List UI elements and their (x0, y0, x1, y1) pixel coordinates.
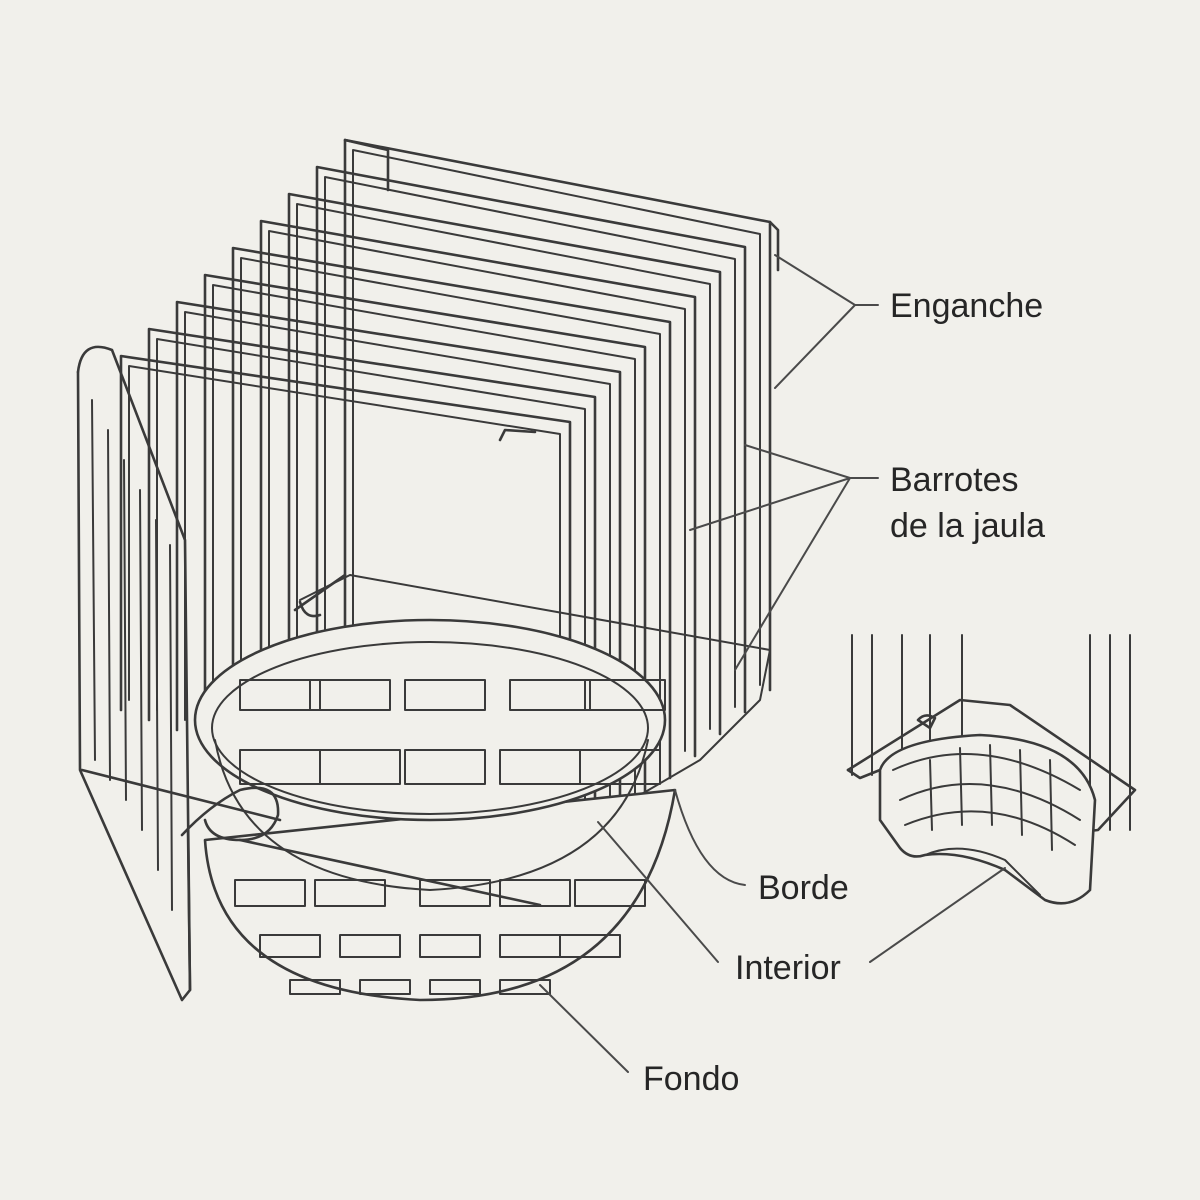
bowl-slot (499, 879, 571, 907)
label-barrotes-line2: de la jaula (890, 507, 1046, 545)
bowl-slot (559, 934, 621, 958)
bowl-slot (404, 679, 486, 711)
cage-bar (287, 192, 722, 772)
top-hook (343, 138, 390, 192)
cage-bar-inner (296, 203, 711, 761)
label-barrotes-line1: Barrotes (890, 461, 1019, 499)
bowl-slot (239, 679, 321, 711)
bowl-slot (429, 979, 481, 995)
bowl-slot (584, 679, 666, 711)
bowl-slot (499, 979, 551, 995)
cage-bar-inner (184, 311, 611, 818)
bowl-slot (234, 879, 306, 907)
inset-detail (846, 634, 1137, 905)
cage-bar-inner (268, 230, 686, 752)
leader-lines (539, 254, 1006, 1073)
cage-bar (259, 219, 697, 762)
nest-bowl (193, 618, 677, 1002)
label-interior: Interior (735, 949, 841, 987)
cage-bar (315, 165, 747, 782)
bowl-slot (319, 749, 401, 785)
leader-interior-main (597, 821, 719, 963)
back-floor-plate (299, 574, 771, 796)
label-borde: Borde (758, 869, 849, 907)
bowl-slot (309, 679, 391, 711)
label-enganche: Enganche (890, 287, 1044, 325)
cage-bars (119, 138, 780, 868)
cage-bar-inner (212, 284, 636, 796)
bowl-slot (339, 934, 401, 958)
cage-bar (147, 327, 597, 846)
cage-bar (203, 273, 647, 802)
cage-bar (231, 246, 672, 780)
leader-enganche (774, 254, 879, 389)
bowl-slot (419, 934, 481, 958)
front-hook-tab (498, 428, 537, 442)
bowl-slot (259, 934, 321, 958)
label-fondo: Fondo (643, 1060, 740, 1098)
bowl-slot (314, 879, 386, 907)
leader-barrotes (689, 444, 879, 671)
leader-borde (674, 789, 746, 886)
bowl-slot (289, 979, 341, 995)
cage-bar (343, 138, 772, 792)
cage-bar-inner (240, 257, 661, 774)
bowl-slots (234, 679, 666, 995)
front-hook (180, 573, 542, 907)
cage-bar-inner (352, 149, 761, 781)
leader-fondo (539, 984, 629, 1073)
side-gate-frame (76, 345, 282, 1002)
bowl-slot (359, 979, 411, 995)
bowl-slot (404, 749, 486, 785)
bowl-slot (579, 749, 661, 785)
cage-bar-inner (324, 176, 736, 771)
bowl-slot (574, 879, 646, 907)
leader-interior-inset (869, 867, 1006, 963)
bowl-slot (509, 679, 591, 711)
